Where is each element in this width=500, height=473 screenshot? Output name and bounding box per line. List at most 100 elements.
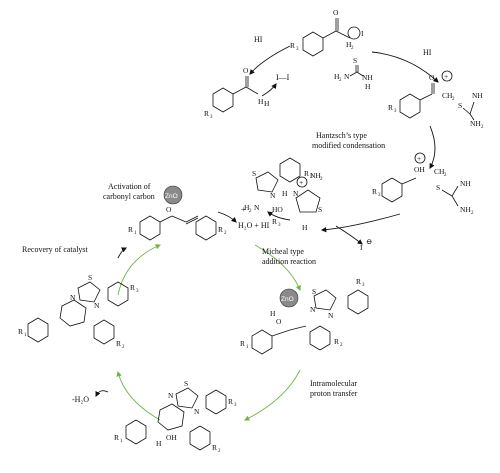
svg-text:2: 2 [340, 343, 343, 348]
svg-text:CH: CH [442, 91, 453, 100]
svg-text:N: N [194, 407, 200, 416]
svg-text:R: R [240, 339, 245, 348]
svg-text:NH: NH [460, 205, 471, 214]
svg-text:N: N [293, 189, 299, 198]
aminothiazole: S N H 2 N R 3 [244, 157, 313, 214]
svg-text:N: N [94, 301, 100, 310]
svg-text:+: + [241, 205, 246, 214]
svg-text:R: R [334, 337, 339, 346]
hantzsch-label-line2: modified condensation [312, 141, 385, 150]
svg-text:OH: OH [166, 433, 177, 442]
activation-label-line1: Activation of [108, 182, 151, 191]
svg-text:H: H [282, 189, 288, 198]
svg-text:3: 3 [362, 283, 365, 288]
svg-text:2: 2 [320, 177, 323, 182]
svg-text:R: R [204, 109, 209, 118]
svg-text:H: H [264, 99, 270, 108]
phenacyl-iodide-top: R 3 O H 2 I [290, 8, 364, 57]
recovery-label: Recovery of catalyst [22, 245, 89, 254]
svg-text:I—I: I—I [276, 73, 290, 82]
proton-label-line1: Intramolecular [310, 379, 357, 388]
svg-text:1: 1 [24, 333, 27, 338]
svg-text:O: O [166, 205, 172, 214]
svg-text:S: S [353, 56, 357, 65]
svg-text:HO: HO [272, 205, 283, 214]
svg-text:O: O [333, 8, 339, 17]
svg-text:NH: NH [460, 179, 471, 188]
svg-text:S: S [88, 273, 92, 282]
proton-label-line2: proton transfer [310, 389, 358, 398]
lower-cycle: Recovery of catalyst Micheal type additi… [18, 244, 369, 454]
svg-text:R: R [114, 433, 119, 442]
svg-text:H: H [156, 439, 162, 448]
svg-text:R: R [372, 187, 377, 196]
svg-text:1: 1 [134, 231, 137, 236]
svg-text:S: S [252, 169, 256, 178]
svg-text:N: N [310, 305, 316, 314]
svg-text:H: H [302, 223, 308, 232]
svg-text:R: R [228, 397, 233, 406]
svg-text:N: N [254, 203, 260, 212]
chalcone: R 1 O R 2 [128, 205, 227, 241]
svg-text:2: 2 [249, 209, 252, 214]
svg-text:ZnO: ZnO [281, 296, 294, 303]
svg-text:N: N [344, 72, 350, 81]
hydroxy-intermediate: S N N R 3 H OH R 1 R 2 [114, 379, 237, 454]
svg-text:3: 3 [394, 109, 397, 114]
enol-intermediate: + R 3 OH CH 2 S NH NH 2 [372, 152, 474, 216]
svg-text:N: N [70, 293, 76, 302]
svg-text:NH: NH [470, 119, 481, 128]
micheal-label-line1: Micheal type [262, 247, 304, 256]
svg-text:3: 3 [234, 403, 237, 408]
svg-text:NH: NH [310, 171, 321, 180]
svg-text:+: + [444, 72, 448, 81]
minus-water-label: -H₂O [72, 395, 89, 404]
hantzsch-label-line1: Hantzsch’s type [316, 131, 367, 140]
micheal-label-line2: addition reaction [262, 257, 316, 266]
svg-text:N: N [168, 391, 174, 400]
svg-text:3: 3 [296, 47, 299, 52]
svg-text:2: 2 [471, 211, 474, 216]
upper-cycle: R 3 O H 2 I S H 2 N NH H HI HI [204, 8, 484, 252]
svg-text:2: 2 [481, 125, 484, 130]
svg-text:R: R [304, 169, 309, 178]
svg-text:H: H [334, 72, 340, 81]
thiourea: S H 2 N NH H [334, 56, 373, 91]
svg-text:N: N [270, 191, 276, 200]
svg-text:+: + [417, 154, 421, 163]
svg-text:3: 3 [210, 115, 213, 120]
svg-text:1: 1 [246, 345, 249, 350]
svg-text:S: S [436, 183, 440, 192]
svg-text:3: 3 [310, 175, 313, 180]
michael-adduct: ZnO H O S N N R 3 R 1 R 2 [240, 277, 369, 355]
svg-text:ZnO: ZnO [165, 193, 178, 200]
isothiouronium-intermediate: + R 3 O CH 2 S NH NH 2 [388, 70, 484, 130]
svg-text:3: 3 [378, 193, 381, 198]
hi-right: HI [423, 48, 432, 57]
svg-text:R: R [116, 339, 121, 348]
svg-text:R: R [388, 103, 393, 112]
zno-catalyst-top [163, 185, 183, 205]
svg-text:R: R [18, 327, 23, 336]
svg-text:NH: NH [362, 73, 373, 82]
svg-text:OH: OH [414, 165, 425, 174]
svg-text:R: R [218, 225, 223, 234]
svg-text:3: 3 [278, 223, 281, 228]
thiazolopyrimidine-product: S N N R 3 R 1 R 2 [18, 273, 139, 350]
svg-text:R: R [356, 277, 361, 286]
svg-text:O: O [243, 66, 249, 75]
svg-text:H: H [258, 97, 264, 106]
hi-left: HI [254, 35, 263, 44]
svg-text:S: S [312, 287, 316, 296]
svg-text:R: R [130, 283, 135, 292]
reactants-row: Activation of carbonyl carbon ZnO R 1 O … [103, 157, 313, 241]
svg-text:N: N [328, 311, 334, 320]
svg-text:3: 3 [136, 289, 139, 294]
svg-text:O: O [276, 317, 282, 326]
svg-text:S: S [458, 101, 462, 110]
svg-text:R: R [290, 41, 295, 50]
svg-text:⊖: ⊖ [366, 237, 372, 246]
svg-text:NH: NH [472, 91, 483, 100]
svg-text:H: H [365, 82, 371, 91]
